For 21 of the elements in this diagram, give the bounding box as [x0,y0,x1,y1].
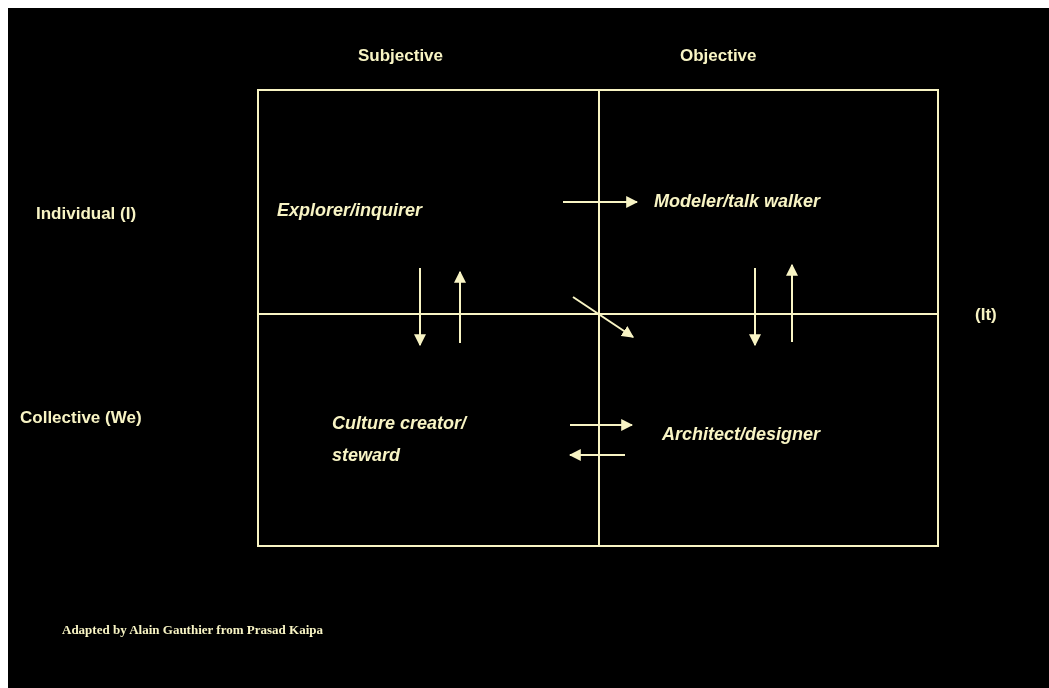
arrow [568,449,626,461]
credit-note: Adapted by Alain Gauthier from Prasad Kaipa [62,622,323,638]
arrow [454,270,466,344]
role-text: Culture creator/ steward [332,412,469,467]
arrow [414,267,426,347]
arrow [562,196,639,208]
quadrant-cell [598,89,939,315]
arrow [569,419,634,431]
quadrant-cell [257,313,600,547]
row-heading: Collective (We) [20,408,142,428]
role-text: Architect/designer [662,423,822,446]
axis-heading: Objective [680,46,757,66]
arrow [749,267,761,347]
axis-label: (It) [975,305,997,325]
row-heading: Individual (I) [36,204,137,224]
role-text: Modeler/talk walker [654,190,822,213]
quadrant-cell [598,313,939,547]
arrow [786,263,798,343]
axis-heading: Subjective [358,46,444,66]
quadrant-cell [257,89,600,315]
role-text: Explorer/inquirer [277,199,424,222]
